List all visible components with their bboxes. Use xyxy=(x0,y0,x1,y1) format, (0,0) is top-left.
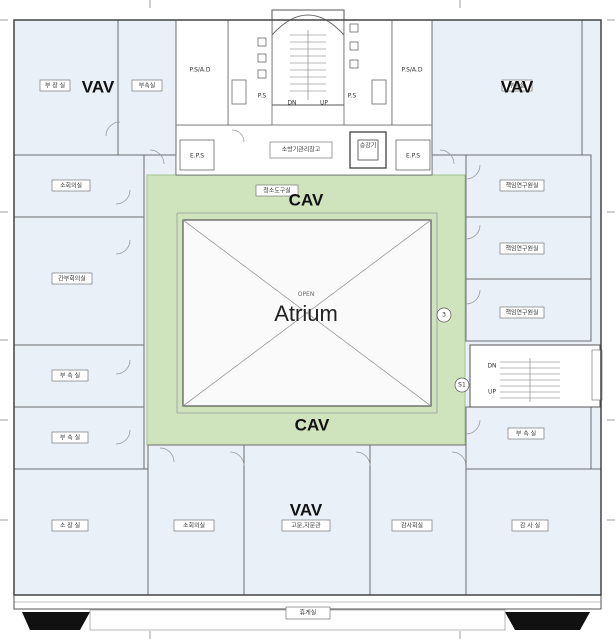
building-outline xyxy=(13,19,602,596)
room-label-eps-left: E.P.S xyxy=(190,153,204,160)
zone-label-cav-top: CAV xyxy=(289,190,324,209)
atrium-label: Atrium xyxy=(274,301,338,326)
room-label-ps2: P.S xyxy=(348,93,357,100)
room-label-sohoeuisil-l: 소회의실 xyxy=(60,182,82,190)
stair-dn-label: DN xyxy=(287,100,296,107)
room-label-gamsasil: 감 사 실 xyxy=(520,522,540,530)
stair-up-right-label: UP xyxy=(488,389,496,396)
room-label-eps-right: E.P.S xyxy=(406,153,420,160)
room-label-chaekim-3: 책임연구원실 xyxy=(505,309,538,317)
zone-label-vav-top-right: VAV xyxy=(501,77,534,96)
room-label-busoksil-tl: 부속실 xyxy=(139,82,156,90)
core-area xyxy=(175,9,433,176)
room-label-ps1: P.S xyxy=(258,93,267,100)
atrium-open-label: OPEN xyxy=(298,291,315,298)
room-label-sojangsil: 소 장 실 xyxy=(60,522,80,530)
room-label-busoksil-l2: 부 속 실 xyxy=(60,434,80,442)
stair-up-label: UP xyxy=(320,100,328,107)
room-label-ps-ad-left: P.S/A.D xyxy=(190,67,211,74)
bottom-facade xyxy=(13,594,602,631)
room-label-gomun: 고문,자문관 xyxy=(291,522,321,530)
room-label-chaekim-2: 책임연구원실 xyxy=(505,245,538,253)
zone-label-cav-bottom: CAV xyxy=(295,415,330,434)
room-label-busoksil-l: 부 속 실 xyxy=(60,372,80,380)
room-label-elevator: 승강기 xyxy=(360,142,377,150)
room-label-chaekim-1: 책임연구원실 xyxy=(505,182,538,190)
room-label-bujangsil: 부 장 실 xyxy=(45,82,65,90)
room-label-storage: 소방기관리창고 xyxy=(282,146,321,154)
room-label-busoksil-tr: 부속실 xyxy=(509,82,526,90)
column-marker-3: 3 xyxy=(442,312,446,319)
room-label-gamsa-hoeuisil: 감사회실 xyxy=(401,522,423,530)
zone-label-vav-bottom: VAV xyxy=(290,500,323,519)
stair-dn-right-label: DN xyxy=(487,363,496,370)
room-label-busoksil-r: 부 속 실 xyxy=(516,430,536,438)
column-marker-s1: S1 xyxy=(458,382,466,389)
room-label-ganbu: 간부회의실 xyxy=(58,275,86,283)
room-label-sohoeuisil-b: 소회의실 xyxy=(183,522,205,530)
right-stair xyxy=(469,344,603,408)
room-label-ps-ad-right: P.S/A.D xyxy=(402,67,423,74)
room-label-lounge: 휴게실 xyxy=(300,609,317,617)
zone-label-vav-top-left: VAV xyxy=(82,77,115,96)
room-label-cleaning: 청소도구실 xyxy=(263,187,291,195)
